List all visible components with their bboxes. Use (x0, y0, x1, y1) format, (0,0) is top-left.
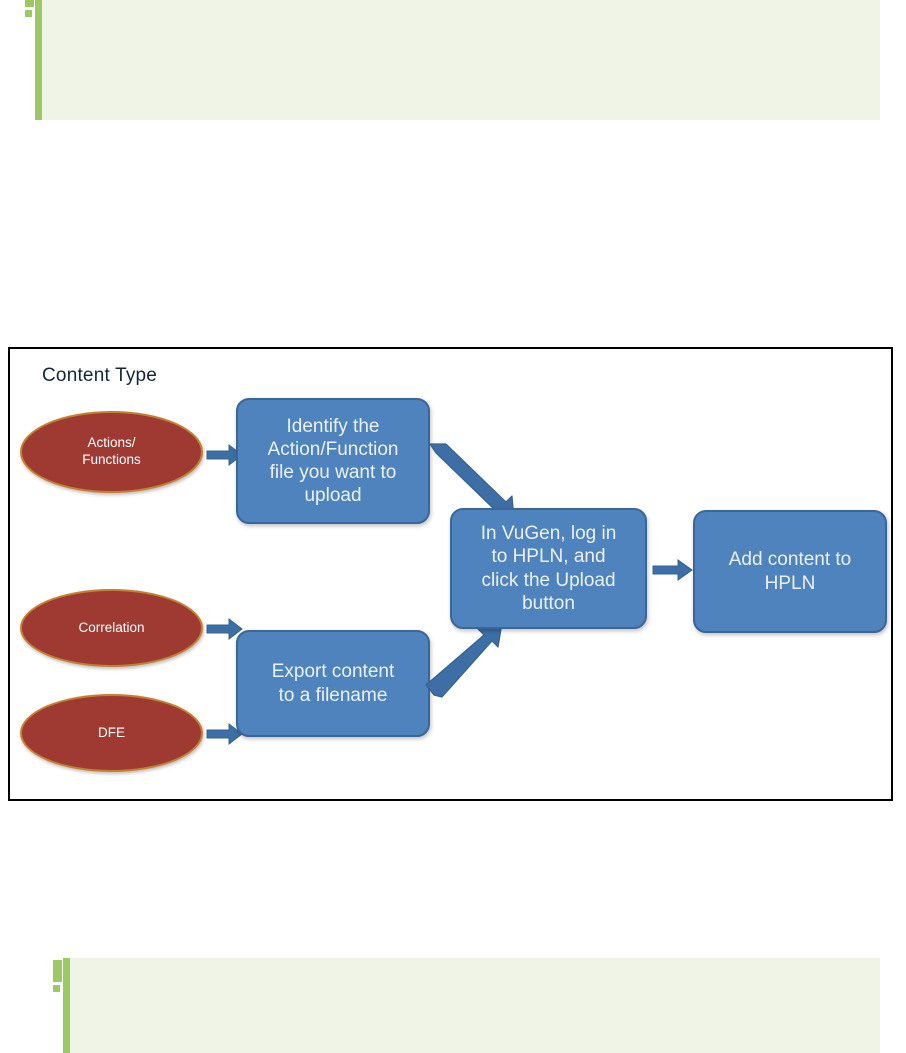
bottom-note-accent-bar (63, 958, 70, 1053)
arrow-export-to-vugen (425, 621, 506, 701)
exclamation-stem (53, 960, 62, 982)
exclamation-dot (25, 10, 32, 17)
node-label-line: Functions (82, 452, 141, 467)
exclamation-note-icon (25, 0, 34, 17)
node-label-line: file you want to (269, 462, 397, 483)
node-add-content[interactable]: Add content to HPLN (693, 510, 887, 633)
top-note-callout (25, 0, 880, 120)
node-label-line: In VuGen, log in (480, 523, 617, 545)
node-correlation-label: Correlation (78, 619, 145, 635)
node-label-line: to a filename (278, 684, 388, 706)
content-type-flowchart: Content Type Actions/ Functions Correlat… (8, 347, 893, 801)
node-label-line: button (522, 592, 575, 614)
arrow-vugen-to-add-content (652, 557, 693, 583)
node-export-content[interactable]: Export content to a filename (236, 630, 430, 737)
arrow-dfe-to-export (206, 721, 243, 747)
exclamation-stem (25, 0, 34, 7)
node-vugen-upload[interactable]: In VuGen, log in to HPLN, and click the … (450, 508, 647, 629)
node-actions-functions-label: Actions/ Functions (82, 435, 141, 469)
node-label-line: Identify the (286, 415, 380, 437)
node-add-content-label: Add content to HPLN (729, 548, 852, 594)
node-actions-functions[interactable]: Actions/ Functions (20, 411, 203, 493)
node-label-line: HPLN (764, 572, 816, 594)
bottom-note-callout (53, 958, 880, 1053)
top-note-text (42, 0, 880, 120)
node-label-line: click the Upload (481, 569, 616, 591)
node-correlation[interactable]: Correlation (20, 589, 203, 667)
node-label-line: Export content (271, 661, 395, 683)
node-dfe[interactable]: DFE (20, 694, 203, 772)
node-dfe-label: DFE (98, 724, 125, 740)
page-title: Content Type (42, 365, 158, 386)
exclamation-dot (53, 985, 60, 992)
bottom-note-text (70, 958, 880, 1053)
top-note-accent-bar (35, 0, 42, 120)
node-label-line: to HPLN, and (491, 546, 606, 568)
node-label-line: Actions/ (87, 435, 136, 451)
exclamation-note-icon (53, 960, 62, 992)
node-label-line: upload (304, 485, 362, 507)
arrow-correlation-to-export (206, 616, 243, 642)
node-vugen-upload-label: In VuGen, log in to HPLN, and click the … (481, 522, 617, 615)
node-export-content-label: Export content to a filename (272, 660, 395, 706)
node-identify-file[interactable]: Identify the Action/Function file you wa… (236, 398, 430, 524)
node-identify-file-label: Identify the Action/Function file you wa… (268, 415, 399, 508)
node-label-line: Action/Function (267, 438, 399, 460)
node-label-line: Add content to (728, 549, 852, 571)
arrow-actions-to-identify (206, 442, 243, 468)
